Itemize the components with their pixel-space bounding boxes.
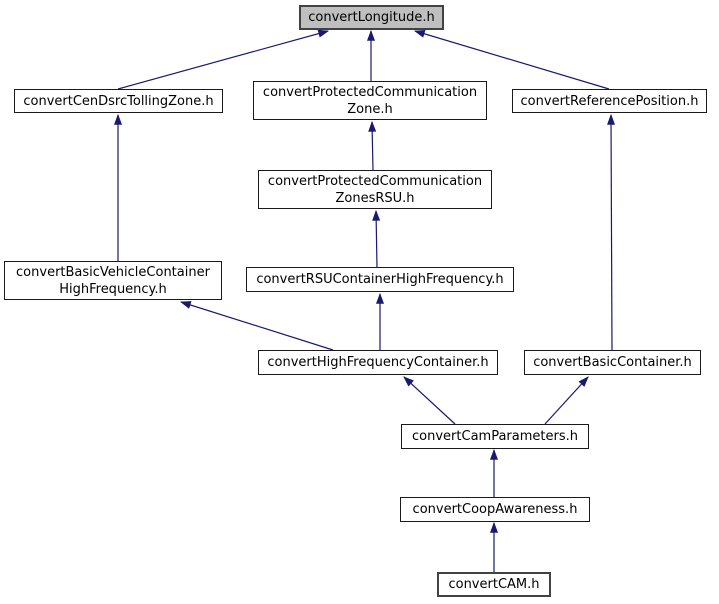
edge-basiccontainer-to-referenceposition — [607, 113, 616, 351]
node-label: convertCAM.h — [448, 577, 540, 592]
node-label: convertReferencePosition.h — [520, 93, 699, 109]
graph-node-convertcamparameters[interactable]: convertCamParameters.h — [401, 424, 589, 449]
node-label: convertCamParameters.h — [412, 429, 578, 444]
edge-cendsrctollingzone-to-longitude — [117, 29, 330, 90]
graph-node-convertbasiccontainer[interactable]: convertBasicContainer.h — [524, 350, 701, 375]
graph-node-converthighfrequencycontainer[interactable]: convertHighFrequencyContainer.h — [258, 350, 498, 375]
graph-node-convertreferenceposition[interactable]: convertReferencePosition.h — [512, 89, 707, 113]
node-label: convertCoopAwareness.h — [412, 502, 578, 517]
node-label: convertProtectedCommunication — [262, 84, 478, 100]
graph-node-convertcoopawareness[interactable]: convertCoopAwareness.h — [400, 497, 590, 522]
node-label: convertProtectedCommunication — [267, 173, 483, 189]
node-label: convertBasicVehicleContainer — [16, 264, 210, 280]
edge-protectedcommunicationzonesrsu-to-protectedcommunicationzone — [368, 120, 377, 171]
graph-node-convertcam[interactable]: convertCAM.h — [437, 572, 551, 597]
node-label: convertCenDsrcTollingZone.h — [23, 93, 214, 109]
graph-node-convertrsucontainerhighfrequency[interactable]: convertRSUContainerHighFrequency.h — [246, 267, 514, 292]
graph-node-convertprotectedcommunicationzonesrsu[interactable]: convertProtectedCommunication ZonesRSU.h — [258, 170, 492, 209]
graph-node-convertlongitude[interactable]: convertLongitude.h — [299, 5, 444, 30]
node-label: convertHighFrequencyContainer.h — [267, 355, 489, 370]
edge-highfrequencycontainer-to-basicvehiclecontainerhighfrequency — [179, 301, 334, 351]
node-label: convertBasicContainer.h — [533, 355, 692, 370]
node-label: ZonesRSU.h — [335, 190, 415, 206]
node-label: convertRSUContainerHighFrequency.h — [256, 272, 504, 287]
node-label: Zone.h — [347, 101, 393, 117]
edge-camparameters-to-basiccontainer — [544, 376, 589, 425]
graph-node-convertcendsrctollingzone[interactable]: convertCenDsrcTollingZone.h — [14, 89, 223, 113]
edge-referenceposition-to-longitude — [413, 29, 610, 90]
graph-node-convertbasicvehiclecontainerhighfrequency[interactable]: convertBasicVehicleContainer HighFrequen… — [4, 261, 222, 300]
graph-node-convertprotectedcommunicationzone[interactable]: convertProtectedCommunication Zone.h — [253, 81, 487, 120]
node-label: convertLongitude.h — [308, 10, 435, 25]
edge-camparameters-to-highfrequencycontainer — [403, 376, 456, 425]
edge-rsucontainerhighfrequency-to-protectedcommunicationzonesrsu — [372, 209, 381, 268]
node-label: HighFrequency.h — [59, 281, 167, 297]
